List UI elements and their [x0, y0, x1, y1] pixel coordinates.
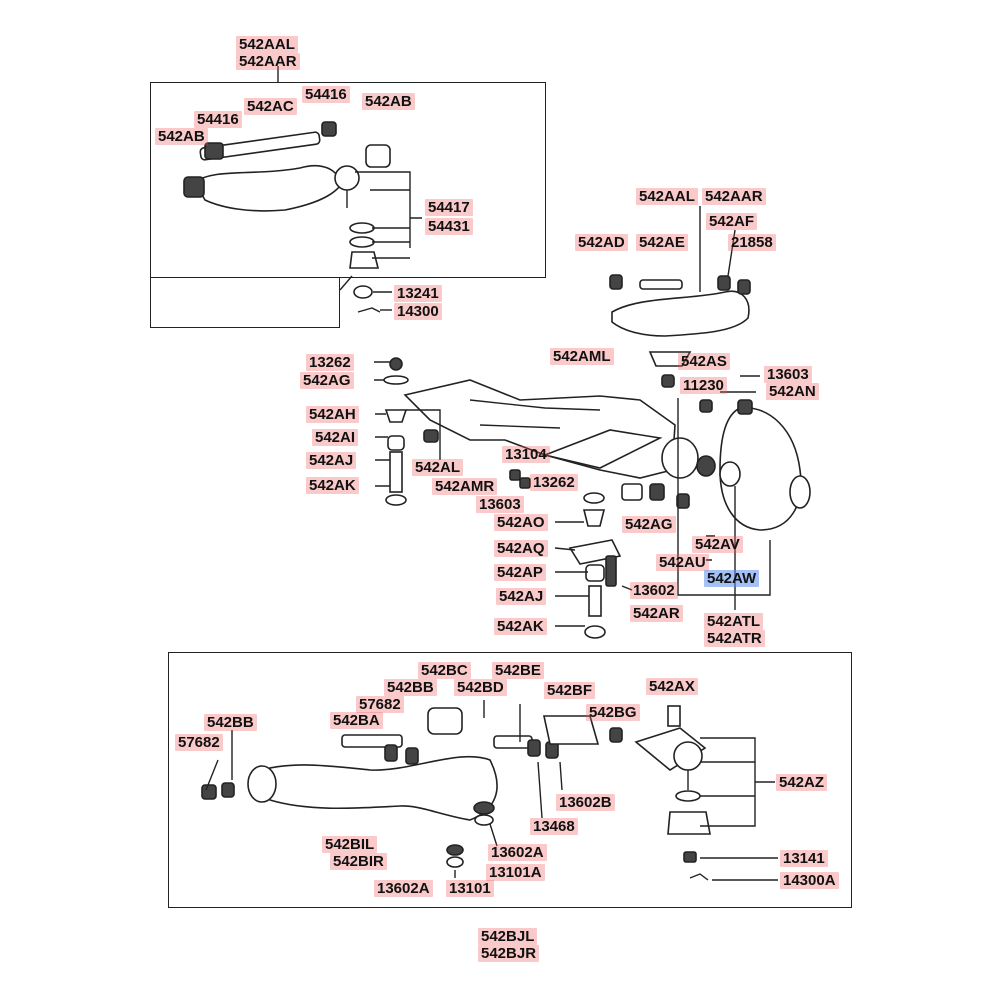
part-label[interactable]: 54416	[194, 111, 242, 128]
part-label-selected[interactable]: 542AW	[704, 570, 760, 587]
part-label[interactable]: 13141	[780, 850, 828, 867]
part-label[interactable]: 13468	[530, 818, 578, 835]
part-label[interactable]: 542BA	[330, 712, 383, 729]
part-label[interactable]: 542AS	[678, 353, 730, 370]
part-label[interactable]: 542AD	[575, 234, 628, 251]
part-label[interactable]: 542AR	[630, 605, 683, 622]
ball-joint-assembly	[634, 705, 711, 881]
part-label[interactable]: 542AX	[646, 678, 698, 695]
upper-arm-assembly-top	[183, 121, 391, 313]
part-label[interactable]: 542AK	[494, 618, 547, 635]
upper-arm-assembly-right	[609, 274, 751, 388]
part-label[interactable]: 542AE	[636, 234, 688, 251]
part-label[interactable]: 13602A	[374, 880, 433, 897]
upper-arm-box-tail	[150, 278, 340, 328]
part-label[interactable]: 542BJR	[478, 945, 540, 962]
part-label[interactable]: 542AC	[244, 98, 297, 115]
part-label[interactable]: 542AML	[550, 348, 614, 365]
part-label[interactable]: 13241	[394, 285, 442, 302]
lower-arm-box	[168, 652, 852, 908]
part-label[interactable]: 13262	[306, 354, 354, 371]
part-label[interactable]: 542BIR	[330, 853, 387, 870]
part-label[interactable]: 542AI	[312, 429, 359, 446]
part-label[interactable]: 542AG	[300, 372, 354, 389]
part-label[interactable]: 542AJ	[306, 452, 357, 469]
part-label[interactable]: 21858	[728, 234, 776, 251]
part-label[interactable]: 542AB	[362, 93, 415, 110]
part-label[interactable]: 542BF	[544, 682, 596, 699]
part-label[interactable]: 13602	[630, 582, 678, 599]
part-label[interactable]: 13603	[476, 496, 524, 513]
center-mount-stack	[509, 469, 622, 639]
left-mount-stack	[383, 357, 439, 506]
part-label[interactable]: 54417	[425, 199, 473, 216]
part-label[interactable]: 542BIL	[322, 836, 378, 853]
part-label[interactable]: 542AU	[656, 554, 709, 571]
part-label[interactable]: 542BB	[384, 679, 437, 696]
part-label[interactable]: 542AJ	[496, 588, 547, 605]
part-label[interactable]: 542AB	[155, 128, 208, 145]
part-label[interactable]: 54416	[302, 86, 350, 103]
part-label[interactable]: 542ATL	[704, 613, 764, 630]
part-label[interactable]: 13262	[530, 474, 578, 491]
part-label[interactable]: 13101	[446, 880, 494, 897]
part-label[interactable]: 542AAL	[236, 36, 298, 53]
part-label[interactable]: 542AAR	[236, 53, 300, 70]
part-label[interactable]: 542AK	[306, 477, 359, 494]
part-label[interactable]: 542AO	[494, 514, 548, 531]
part-label[interactable]: 542AL	[412, 459, 464, 476]
part-label[interactable]: 13602A	[488, 844, 547, 861]
part-label[interactable]: 542AMR	[432, 478, 498, 495]
part-label[interactable]: 542AV	[692, 536, 743, 553]
part-label[interactable]: 542BC	[418, 662, 471, 679]
part-label[interactable]: 542AP	[494, 564, 546, 581]
part-label[interactable]: 542AF	[706, 213, 758, 230]
upper-arm-box	[150, 82, 546, 278]
part-label[interactable]: 542BE	[492, 662, 544, 679]
part-label[interactable]: 13104	[502, 446, 550, 463]
part-label[interactable]: 542AN	[766, 383, 819, 400]
part-label[interactable]: 14300	[394, 303, 442, 320]
part-label[interactable]: 13101A	[486, 864, 545, 881]
part-label[interactable]: 57682	[356, 696, 404, 713]
part-label[interactable]: 14300A	[780, 872, 839, 889]
lower-arm-assembly	[201, 700, 623, 868]
part-label[interactable]: 13603	[764, 366, 812, 383]
part-label[interactable]: 542BJL	[478, 928, 538, 945]
part-label[interactable]: 542AZ	[776, 774, 828, 791]
part-label[interactable]: 542AH	[306, 406, 359, 423]
part-label[interactable]: 54431	[425, 218, 473, 235]
part-label[interactable]: 542AQ	[494, 540, 548, 557]
part-label[interactable]: 542AAL	[636, 188, 698, 205]
part-label[interactable]: 542ATR	[704, 630, 765, 647]
part-label[interactable]: 542BD	[454, 679, 507, 696]
part-label[interactable]: 542AG	[622, 516, 676, 533]
crossmember-assembly	[403, 379, 811, 531]
part-label[interactable]: 542BB	[204, 714, 257, 731]
part-label[interactable]: 13602B	[556, 794, 615, 811]
part-label[interactable]: 57682	[175, 734, 223, 751]
part-label[interactable]: 542AAR	[702, 188, 766, 205]
part-label[interactable]: 11230	[680, 377, 727, 394]
part-label[interactable]: 542BG	[586, 704, 640, 721]
